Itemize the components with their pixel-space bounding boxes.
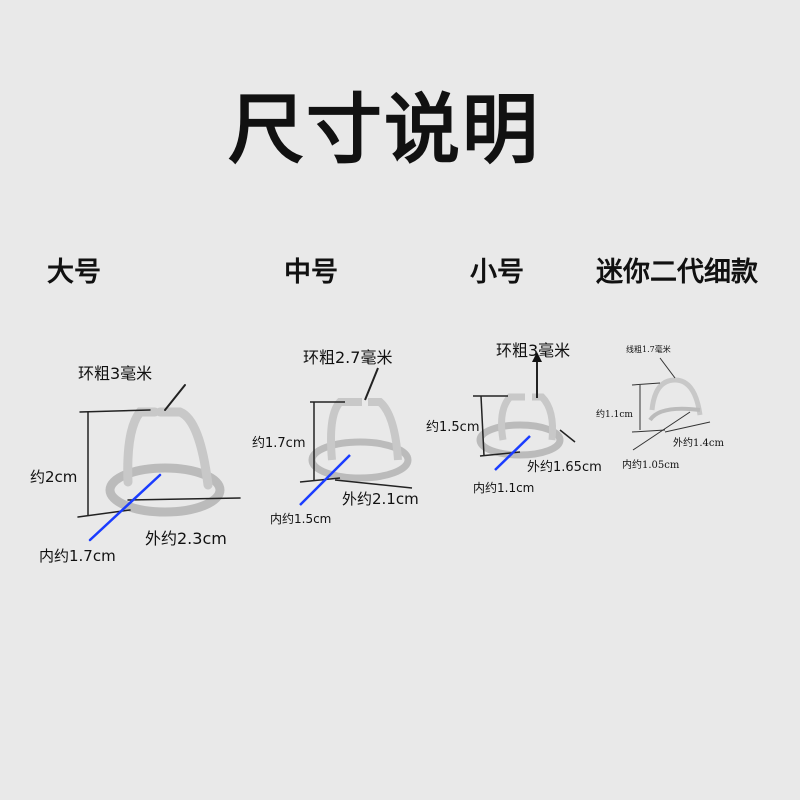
page-title: 尺寸说明	[228, 85, 540, 174]
ring-medium-image	[299, 367, 413, 506]
medium-outer-label: 外约2.1cm	[342, 490, 419, 508]
ring-small-image	[473, 352, 576, 471]
small-inner-label: 内约1.1cm	[473, 481, 535, 495]
small-thickness-label: 环粗3毫米	[496, 341, 571, 360]
medium-inner-label: 内约1.5cm	[270, 512, 332, 526]
small-outer-label: 外约1.65cm	[527, 460, 602, 475]
mini-height-label: 约1.1cm	[596, 410, 633, 420]
medium-height-label: 约1.7cm	[252, 436, 306, 451]
ring-mini-image	[631, 357, 711, 451]
size-header-medium: 中号	[284, 257, 338, 288]
large-thickness-label: 环粗3毫米	[78, 364, 153, 383]
small-height-label: 约1.5cm	[426, 420, 480, 435]
ring-large-image	[77, 384, 241, 542]
mini-inner-label: 内约1.05cm	[622, 460, 680, 471]
size-header-mini: 迷你二代细款	[596, 257, 758, 288]
mini-thickness-label: 线粗1.7毫米	[626, 345, 671, 354]
size-header-small: 小号	[470, 257, 524, 288]
large-outer-label: 外约2.3cm	[145, 529, 227, 548]
large-height-label: 约2cm	[30, 468, 78, 486]
medium-thickness-label: 环粗2.7毫米	[303, 348, 393, 367]
size-header-large: 大号	[47, 257, 101, 288]
large-inner-label: 内约1.7cm	[39, 547, 116, 565]
mini-outer-label: 外约1.4cm	[673, 438, 724, 449]
